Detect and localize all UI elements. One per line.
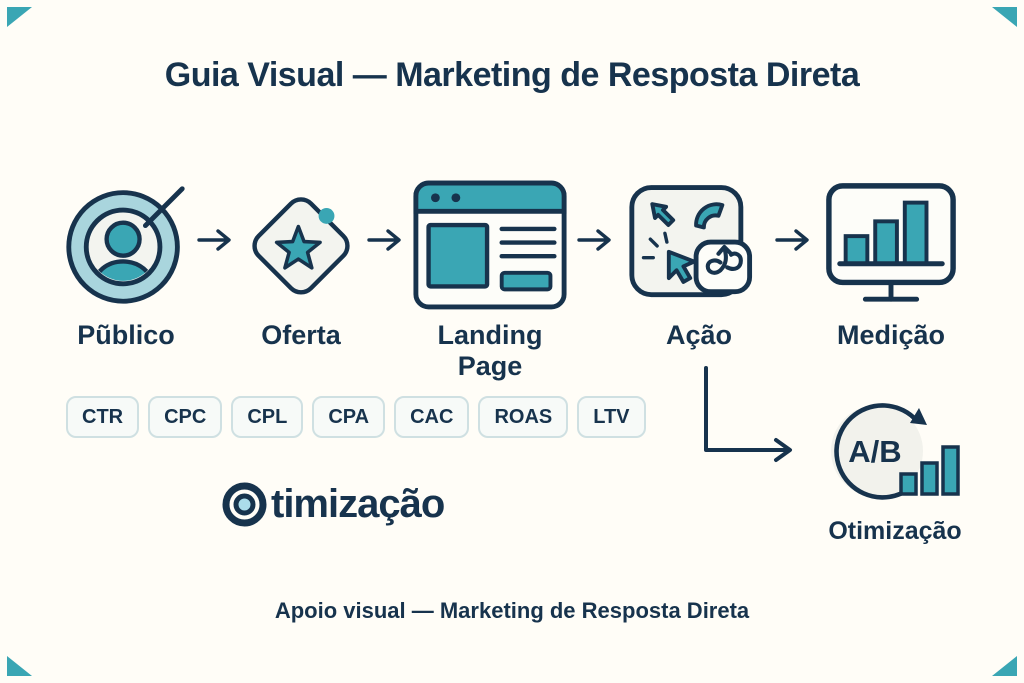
ab-badge-text: A/B (848, 434, 901, 469)
flow-step-medicao: Medição (818, 176, 964, 351)
metric-chip-roas: ROAS (478, 396, 569, 438)
action-click-icon (622, 176, 776, 314)
offer-tag-icon (226, 176, 376, 314)
metric-chip-cpl: CPL (231, 396, 304, 438)
metric-chip-row: CTR CPC CPL CPA CAC ROAS LTV (66, 396, 646, 438)
elbow-arrow-icon (692, 366, 808, 469)
flow-step-landing-page: Landing Page (402, 176, 578, 382)
optimization-headline: timização (221, 481, 445, 528)
step-label: Medição (836, 320, 946, 350)
corner-accent-bottom-left (7, 656, 32, 676)
audience-target-icon (48, 176, 204, 314)
corner-accent-top-right (992, 7, 1017, 27)
metric-chip-ltv: LTV (577, 396, 646, 438)
step-label: Ação (665, 320, 733, 350)
step-label: Landing Page (437, 320, 543, 381)
flow-step-publico: Pũblico (48, 176, 204, 351)
ab-optimization-label: Otimização (828, 517, 962, 545)
metric-chip-cac: CAC (394, 396, 470, 438)
ab-optimization-group: A/B Otimização (810, 394, 980, 546)
metric-chip-cpc: CPC (148, 396, 223, 438)
flow-arrow-icon (366, 226, 408, 259)
landing-page-browser-icon (402, 176, 578, 314)
footer-caption: Apoio visual — Marketing de Resposta Dir… (274, 598, 750, 623)
corner-accent-top-left (7, 7, 32, 27)
flow-arrow-icon (576, 226, 618, 259)
flow-arrow-icon (196, 226, 238, 259)
step-label: Pũblico (77, 320, 175, 350)
metric-chip-cpa: CPA (312, 396, 386, 438)
flow-arrow-icon (774, 226, 816, 259)
ab-test-cycle-icon: A/B (815, 394, 975, 510)
optimization-headline-text: timização (271, 482, 445, 526)
corner-accent-bottom-right (992, 656, 1017, 676)
metric-chip-ctr: CTR (66, 396, 140, 438)
page-title: Guia Visual — Marketing de Resposta Dire… (164, 56, 860, 94)
measurement-monitor-icon (818, 176, 964, 314)
flow-step-acao: Ação (622, 176, 776, 351)
bullseye-o-icon (221, 481, 268, 528)
flow-step-oferta: Oferta (226, 176, 376, 351)
step-label: Oferta (261, 320, 341, 350)
